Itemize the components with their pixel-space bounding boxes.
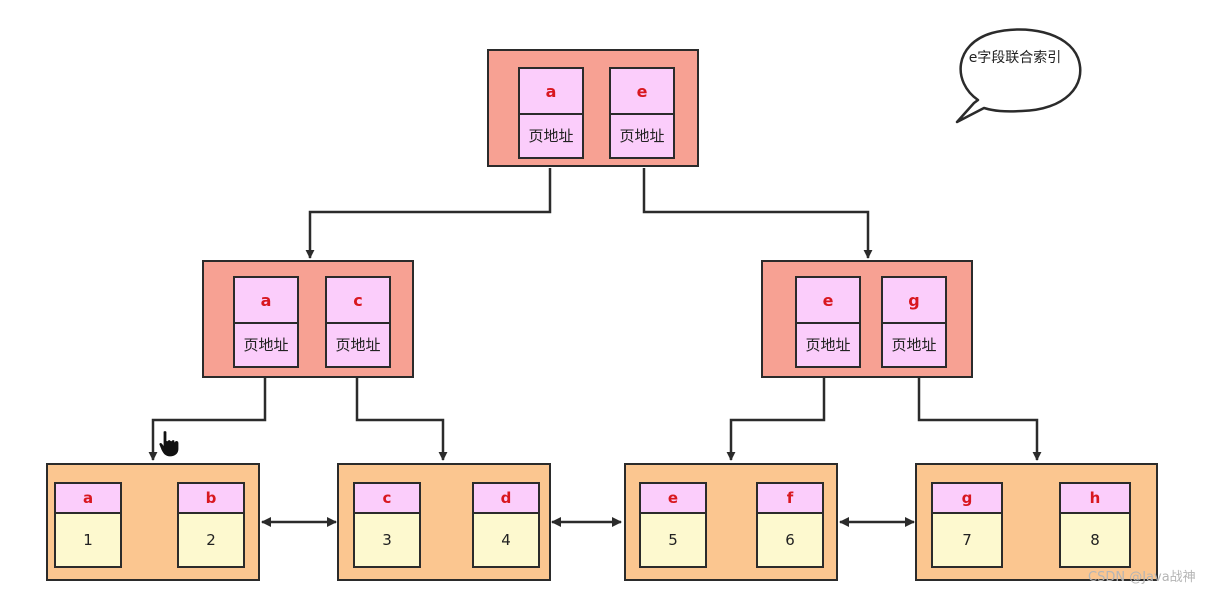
leaf-value: 8 <box>1090 531 1100 549</box>
page-address: 页地址 <box>619 126 665 145</box>
leaf-node-2: c 3 d 4 <box>337 463 551 581</box>
edge-inner-right-to-leaf-3 <box>726 366 826 461</box>
watermark: CSDN @Java战神 <box>1088 570 1196 585</box>
leaf-key: c <box>355 484 419 514</box>
leaf-1-entry-2: b 2 <box>177 482 245 568</box>
index-key: e <box>611 69 673 115</box>
inner-left-entry-2: c 页地址 <box>325 276 391 368</box>
page-address: 页地址 <box>891 335 937 354</box>
speech-bubble <box>955 28 1082 124</box>
inner-node-left: a 页地址 c 页地址 <box>202 260 414 378</box>
leaf-key: a <box>56 484 120 514</box>
index-key: a <box>235 278 297 324</box>
inner-right-entry-1: e 页地址 <box>795 276 861 368</box>
root-entry-2: e 页地址 <box>609 67 675 159</box>
leaf-key: e <box>641 484 705 514</box>
inner-left-entry-1: a 页地址 <box>233 276 299 368</box>
leaf-node-3: e 5 f 6 <box>624 463 838 581</box>
leaf-1-entry-1: a 1 <box>54 482 122 568</box>
leaf-key: g <box>933 484 1001 514</box>
leaf-key: h <box>1061 484 1129 514</box>
index-key: g <box>883 278 945 324</box>
leaf-4-entry-1: g 7 <box>931 482 1003 568</box>
index-key: e <box>797 278 859 324</box>
inner-right-entry-2: g 页地址 <box>881 276 947 368</box>
leaf-value: 5 <box>668 531 678 549</box>
index-key: a <box>520 69 582 115</box>
edge-inner-right-to-leaf-4 <box>917 366 1042 461</box>
page-address: 页地址 <box>243 335 289 354</box>
callout-label: e字段联合索引 <box>968 50 1062 66</box>
leaf-3-entry-1: e 5 <box>639 482 707 568</box>
hand-cursor-icon <box>158 430 180 458</box>
edge-inner-left-to-leaf-1 <box>148 366 267 461</box>
leaf-value: 6 <box>785 531 795 549</box>
edge-inner-left-to-leaf-2 <box>355 366 448 461</box>
page-address: 页地址 <box>528 126 574 145</box>
leaf-node-4: g 7 h 8 <box>915 463 1158 581</box>
index-key: c <box>327 278 389 324</box>
leaf-value: 4 <box>501 531 511 549</box>
leaf-3-entry-2: f 6 <box>756 482 824 568</box>
leaf-value: 3 <box>382 531 392 549</box>
inner-node-right: e 页地址 g 页地址 <box>761 260 973 378</box>
leaf-value: 7 <box>962 531 972 549</box>
root-node: a 页地址 e 页地址 <box>487 49 699 167</box>
leaf-2-entry-2: d 4 <box>472 482 540 568</box>
leaf-4-entry-2: h 8 <box>1059 482 1131 568</box>
page-address: 页地址 <box>805 335 851 354</box>
edge-root-to-inner-right <box>642 168 873 259</box>
edge-root-to-inner-left <box>305 168 552 259</box>
leaf-value: 2 <box>206 531 216 549</box>
leaf-key: d <box>474 484 538 514</box>
leaf-value: 1 <box>83 531 93 549</box>
root-entry-1: a 页地址 <box>518 67 584 159</box>
page-address: 页地址 <box>335 335 381 354</box>
leaf-key: f <box>758 484 822 514</box>
leaf-key: b <box>179 484 243 514</box>
leaf-2-entry-1: c 3 <box>353 482 421 568</box>
leaf-node-1: a 1 b 2 <box>46 463 260 581</box>
